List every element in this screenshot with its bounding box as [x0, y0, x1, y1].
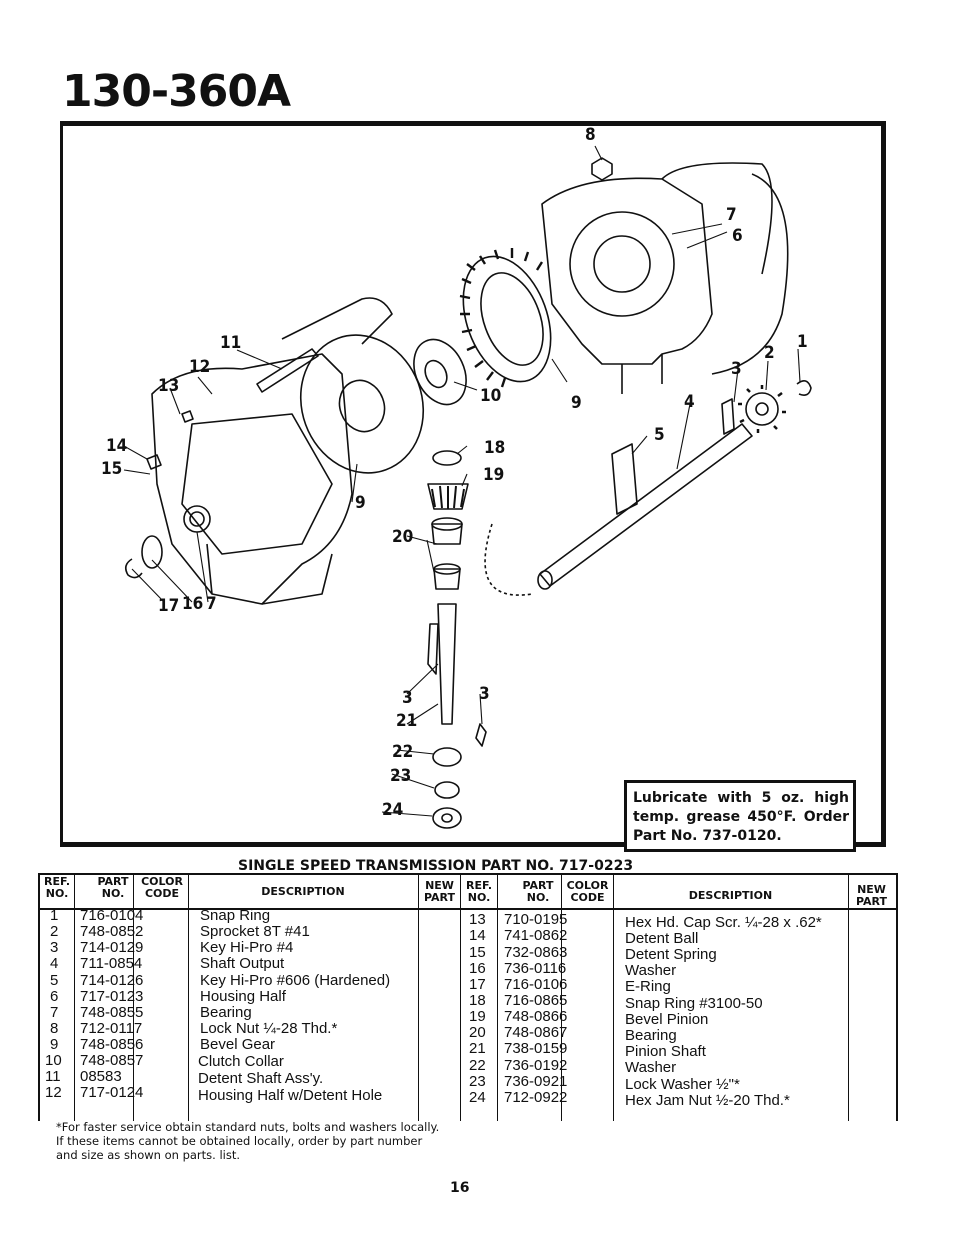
- bevel-pinion: [427, 483, 469, 510]
- bearing-20: [431, 523, 463, 545]
- callout-11: 11: [220, 333, 242, 353]
- diagram-frame: [60, 121, 886, 847]
- page-number: 16: [450, 1180, 470, 1196]
- callout-2: 2: [764, 343, 775, 363]
- bearing-7-left: [183, 505, 211, 533]
- snap-ring-1: [796, 380, 812, 396]
- jam-nut-24: [432, 807, 462, 829]
- header-part-no: PART NO.: [97, 875, 129, 900]
- callout-6: 6: [732, 226, 743, 246]
- sprocket-8t: [738, 385, 786, 433]
- parts-table: REF. NO. PART NO. COLOR CODE DESCRIPTION…: [38, 873, 898, 1121]
- callout-17: 17: [158, 596, 180, 616]
- callout-16: 16: [182, 594, 204, 614]
- washer-22: [432, 747, 462, 767]
- callout-22: 22: [392, 742, 414, 762]
- callout-13: 13: [158, 376, 180, 396]
- output-shaft: [539, 423, 753, 587]
- snap-ring-18: [432, 450, 462, 466]
- footnote: *For faster service obtain standard nuts…: [56, 1120, 440, 1162]
- callout-3-left: 3: [402, 688, 413, 708]
- callout-3: 3: [731, 359, 742, 379]
- table-title: SINGLE SPEED TRANSMISSION PART NO. 717-0…: [238, 858, 634, 874]
- header-new-part: NEW PART: [423, 879, 456, 904]
- pinion-shaft: [437, 603, 457, 725]
- callout-10: 10: [480, 386, 502, 406]
- callout-24: 24: [382, 800, 404, 820]
- callout-9-lower: 9: [355, 493, 366, 513]
- callout-4: 4: [684, 392, 695, 412]
- header-description-2: DESCRIPTION: [688, 889, 773, 902]
- callout-8: 8: [585, 125, 596, 145]
- callout-21: 21: [396, 711, 418, 731]
- callout-12: 12: [189, 357, 211, 377]
- header-ref-no: REF. NO.: [43, 875, 71, 900]
- callout-15: 15: [101, 459, 123, 479]
- callout-9-gear: 9: [571, 393, 582, 413]
- header-part-no-2: PART NO.: [522, 879, 554, 904]
- bearing-20b: [433, 568, 461, 590]
- header-new-part-2: NEW PART: [855, 883, 888, 908]
- header-color-code-2: COLOR CODE: [566, 879, 609, 904]
- callout-7: 7: [726, 205, 737, 225]
- detent-shaft: [256, 348, 319, 393]
- callout-18: 18: [484, 438, 506, 458]
- housing-half-right: [541, 162, 789, 394]
- clutch-collar: [413, 338, 467, 406]
- callout-19: 19: [483, 465, 505, 485]
- lock-nut-8: [591, 157, 613, 181]
- callout-20: 20: [392, 527, 414, 547]
- lock-washer-23: [434, 781, 460, 799]
- header-description: DESCRIPTION: [261, 885, 345, 898]
- callout-7-lower: 7: [206, 594, 217, 614]
- callout-1: 1: [797, 332, 808, 352]
- lubrication-note: Lubricate with 5 oz. high temp. grease 4…: [624, 780, 856, 852]
- callout-3-right: 3: [479, 684, 490, 704]
- callout-23: 23: [390, 766, 412, 786]
- key-5: [611, 443, 638, 515]
- housing-half-left: [151, 297, 393, 605]
- washer-16: [141, 535, 163, 569]
- bevel-gear: [459, 248, 552, 388]
- e-ring-17: [124, 558, 143, 579]
- callout-5: 5: [654, 425, 665, 445]
- exploded-view-drawing: [123, 145, 812, 829]
- model-title: 130-360A: [62, 66, 291, 117]
- key-3: [721, 398, 735, 435]
- callout-14: 14: [106, 436, 128, 456]
- header-color-code: COLOR CODE: [141, 875, 183, 900]
- large-gear: [299, 334, 425, 474]
- header-ref-no-2: REF. NO.: [465, 879, 493, 904]
